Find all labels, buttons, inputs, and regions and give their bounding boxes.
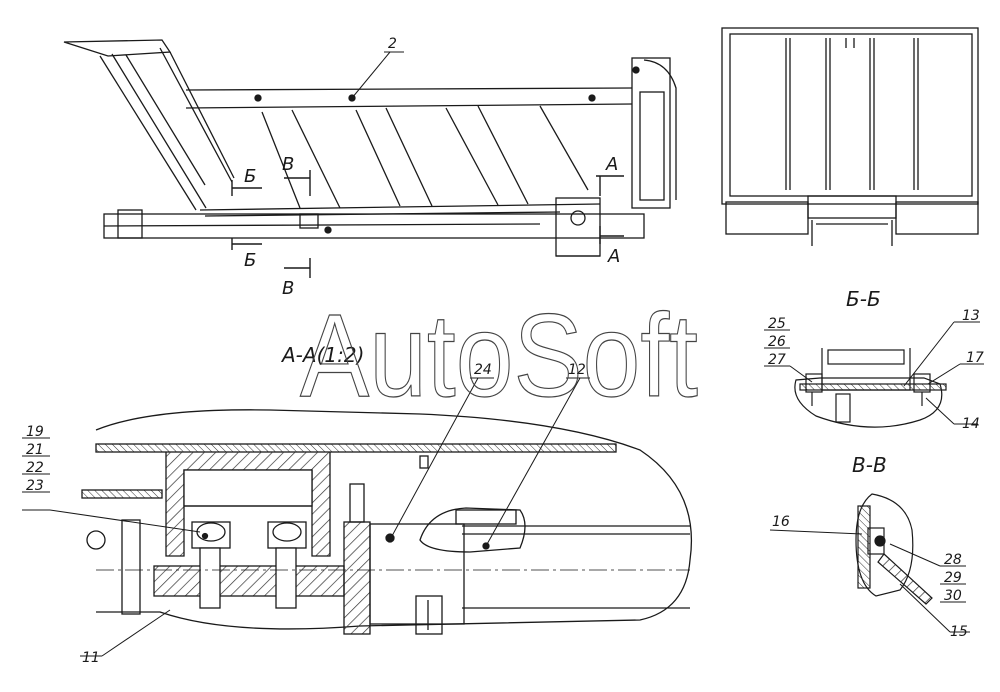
- marker-a-top: А: [605, 154, 618, 175]
- marker-v-bottom: В: [282, 278, 294, 299]
- callout-2: 2: [388, 36, 397, 52]
- section-aa-detail: [81, 409, 693, 635]
- bolt-left: [191, 521, 231, 609]
- callout-29: 29: [944, 570, 962, 586]
- callout-22: 22: [26, 460, 44, 476]
- view-label-bb: Б-Б: [846, 287, 881, 311]
- callout-17: 17: [966, 350, 984, 366]
- marker-b-bottom: Б: [244, 250, 256, 271]
- bolt-right: [267, 521, 307, 609]
- callout-12: 12: [568, 362, 586, 378]
- section-bb-leaders: [764, 321, 984, 425]
- callout-23: 23: [26, 478, 44, 494]
- detail-break-outline: [95, 409, 693, 630]
- callout-11: 11: [82, 650, 100, 666]
- callout-19: 19: [26, 424, 44, 440]
- dump-body-rear-view: [721, 27, 979, 246]
- callout-21: 21: [26, 442, 44, 458]
- marker-b-top: Б: [244, 166, 256, 187]
- callout-28: 28: [944, 552, 962, 568]
- watermark-text: AutoSoft: [300, 290, 698, 422]
- callout-30: 30: [944, 588, 962, 604]
- section-markers-side-view: [231, 170, 624, 278]
- marker-v-top: В: [282, 154, 294, 175]
- view-label-vv: В-В: [852, 453, 887, 477]
- marker-a-bottom: А: [607, 246, 620, 267]
- callout-13: 13: [962, 308, 980, 324]
- callout-24: 24: [474, 362, 492, 378]
- section-aa-leaders: [22, 377, 590, 657]
- callout-16: 16: [772, 514, 790, 530]
- dump-body-side-view: [63, 39, 677, 257]
- callout-15: 15: [950, 624, 968, 640]
- front-board-top: [63, 39, 172, 57]
- callout-14: 14: [962, 416, 980, 432]
- section-bb-detail: [794, 348, 947, 428]
- callout-26: 26: [768, 334, 786, 350]
- watermark: AutoSoft: [299, 289, 698, 422]
- view-label-aa: A-A(1:2): [280, 343, 364, 367]
- callout-27: 27: [768, 352, 786, 368]
- callout-25: 25: [768, 316, 786, 332]
- section-vv-detail: [855, 493, 933, 605]
- section-vv-leaders: [769, 529, 970, 633]
